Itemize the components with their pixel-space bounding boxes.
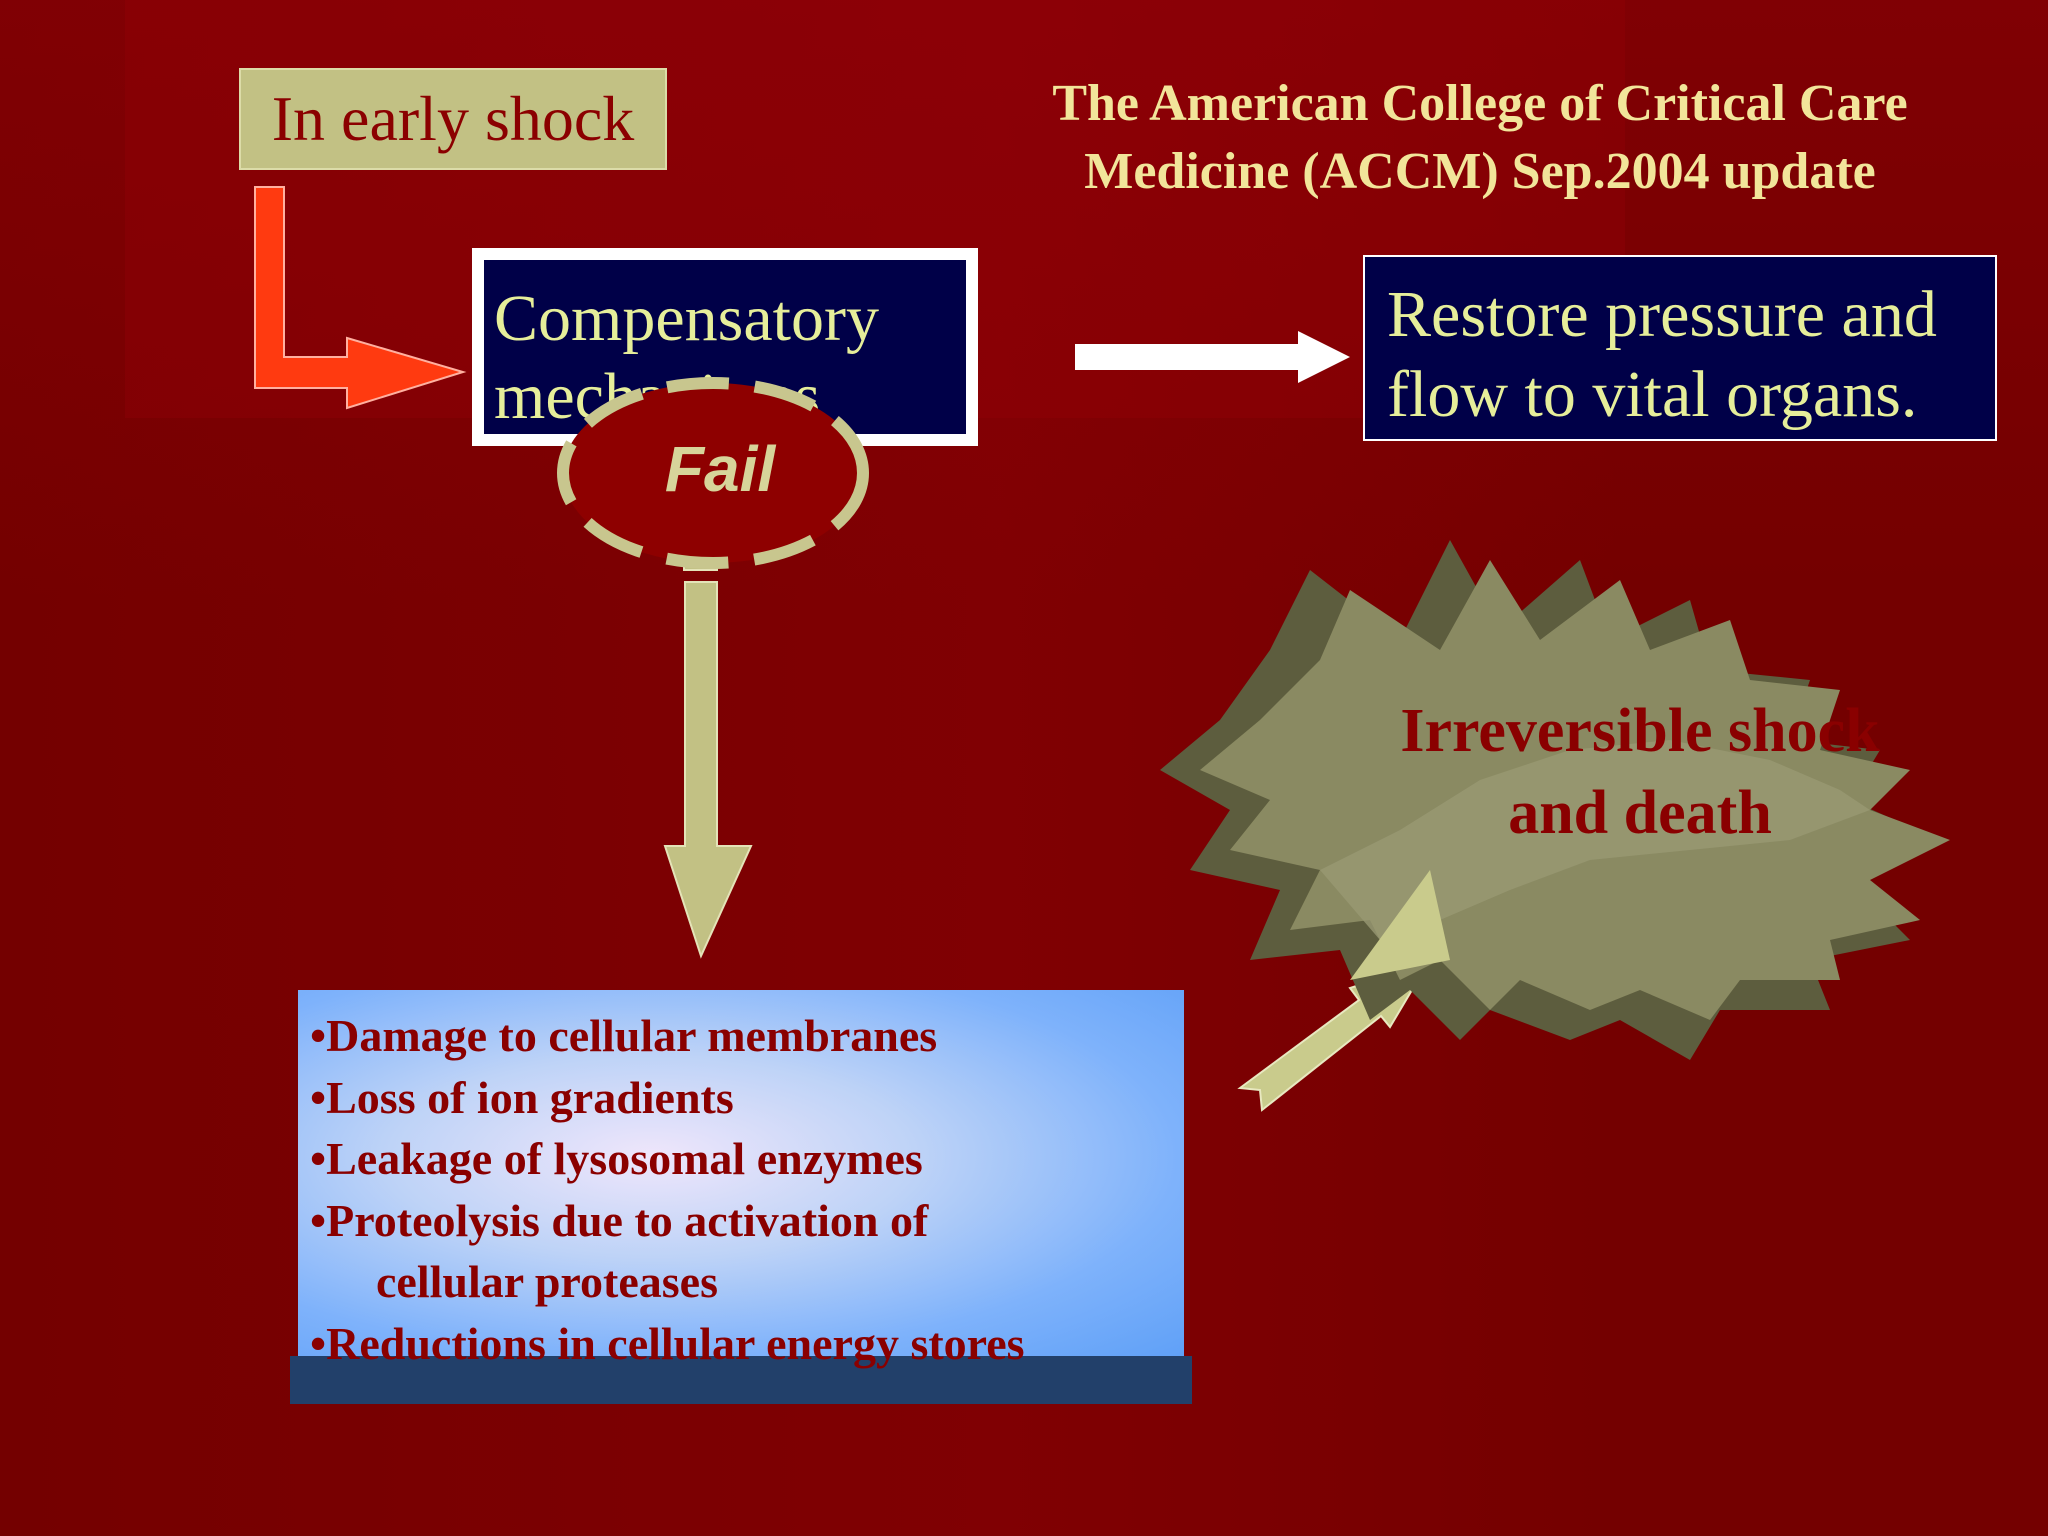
khaki-down-arrow [663,581,753,959]
consequences-box-base [290,1356,1192,1404]
consequence-item: •Proteolysis due to activation of [310,1194,929,1246]
fail-ellipse [557,377,869,569]
slide-title: The American College of Critical Care Me… [980,70,1980,206]
fail-label: Fail [664,433,776,505]
restore-line-1: Restore pressure and [1387,278,1937,351]
consequences-box [298,990,1184,1360]
restore-pressure-box: Restore pressure and flow to vital organ… [1363,255,1997,441]
consequences-list: •Damage to cellular membranes •Loss of i… [310,1005,1210,1374]
burst-spike [1350,870,1450,980]
outcome-line-1: Irreversible shock [1400,697,1880,765]
early-shock-box: In early shock [239,68,667,170]
burst-highlight [1320,740,1870,940]
consequence-item: •Damage to cellular membranes [310,1010,938,1061]
white-right-arrow [1075,331,1350,383]
irreversible-shock-label: Irreversible shock and death [1330,690,1950,854]
red-elbow-arrow [254,186,467,410]
restore-line-2: flow to vital organs. [1387,358,1918,431]
consequence-item-continuation: cellular proteases [376,1256,718,1307]
consequence-item: •Loss of ion gradients [310,1071,734,1123]
explosion-burst-shape [1160,540,1950,1060]
consequence-item: •Leakage of lysosomal enzymes [310,1133,923,1184]
compensatory-line-1: Compensatory [494,282,879,355]
outcome-line-2: and death [1508,779,1772,847]
consequence-item: •Reductions in cellular energy stores [310,1317,1025,1369]
title-line-2: Medicine (ACCM) Sep.2004 update [1084,143,1876,200]
title-line-1: The American College of Critical Care [1052,75,1908,132]
